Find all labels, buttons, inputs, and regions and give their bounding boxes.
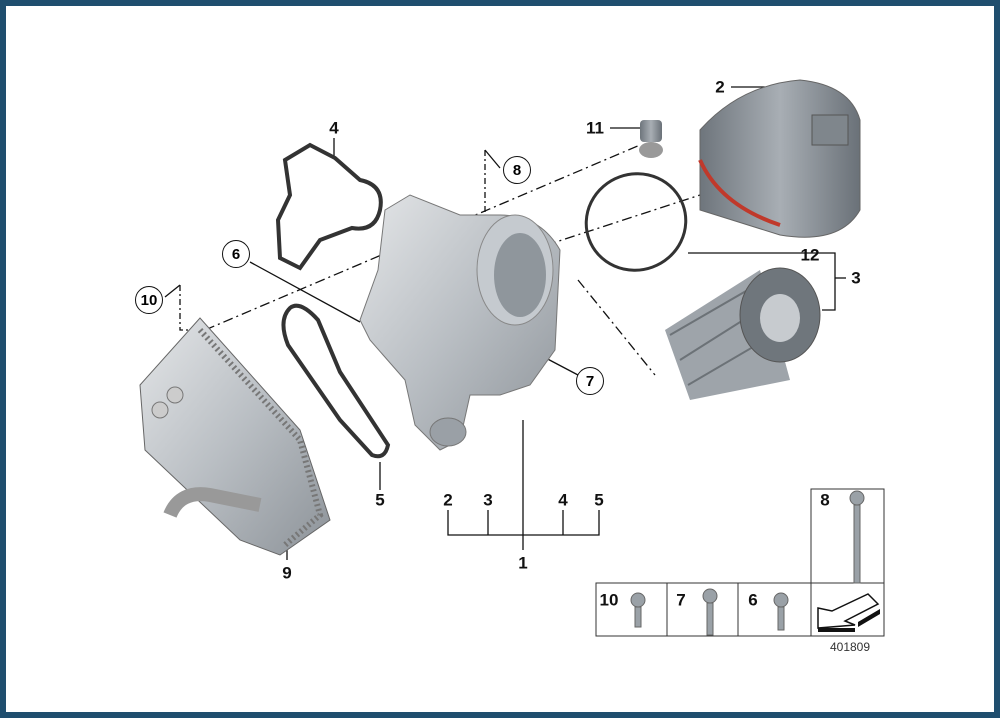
callout-3[interactable]: 3 bbox=[851, 268, 861, 288]
short-bolt-icon bbox=[773, 592, 789, 631]
group-item-5[interactable]: 5 bbox=[594, 490, 604, 510]
hardware-label-6[interactable]: 6 bbox=[748, 590, 758, 610]
callout-9[interactable]: 9 bbox=[282, 563, 292, 583]
callout-6[interactable]: 6 bbox=[222, 240, 250, 268]
plug-11 bbox=[639, 120, 663, 158]
direction-arrow-icon bbox=[817, 593, 880, 632]
callout-2[interactable]: 2 bbox=[715, 77, 725, 97]
callout-11[interactable]: 11 bbox=[586, 118, 604, 138]
group-item-4[interactable]: 4 bbox=[558, 490, 568, 510]
long-bolt-icon bbox=[849, 490, 865, 584]
callout-1[interactable]: 1 bbox=[518, 553, 528, 573]
gasket-4 bbox=[275, 142, 383, 271]
group-item-2[interactable]: 2 bbox=[443, 490, 453, 510]
filter-element-3 bbox=[665, 267, 821, 400]
group-item-3[interactable]: 3 bbox=[483, 490, 493, 510]
medium-bolt-icon bbox=[702, 588, 718, 636]
parts-diagram: 2 11 4 8 6 10 12 3 7 5 9 2 3 4 5 1 8 10 … bbox=[6, 6, 994, 712]
diagram-drawing bbox=[139, 79, 885, 637]
callout-12[interactable]: 12 bbox=[800, 245, 820, 265]
o-ring-12 bbox=[584, 172, 688, 272]
bolt-icons bbox=[630, 490, 865, 636]
callout-8[interactable]: 8 bbox=[503, 156, 531, 184]
diagram-number: 401809 bbox=[829, 640, 871, 654]
filter-cap-2 bbox=[698, 79, 861, 238]
short-bolt-icon bbox=[630, 592, 646, 628]
hardware-label-8[interactable]: 8 bbox=[820, 490, 830, 510]
gasket-5 bbox=[281, 303, 391, 459]
hardware-label-7[interactable]: 7 bbox=[676, 590, 686, 610]
callout-7[interactable]: 7 bbox=[576, 367, 604, 395]
hardware-table-grid bbox=[595, 488, 885, 637]
callout-5[interactable]: 5 bbox=[375, 490, 385, 510]
callout-4[interactable]: 4 bbox=[329, 118, 339, 138]
hardware-label-10[interactable]: 10 bbox=[599, 590, 619, 610]
oil-filter-housing-1 bbox=[359, 194, 561, 451]
oil-cooler-9 bbox=[139, 317, 331, 556]
callout-10[interactable]: 10 bbox=[135, 286, 163, 314]
